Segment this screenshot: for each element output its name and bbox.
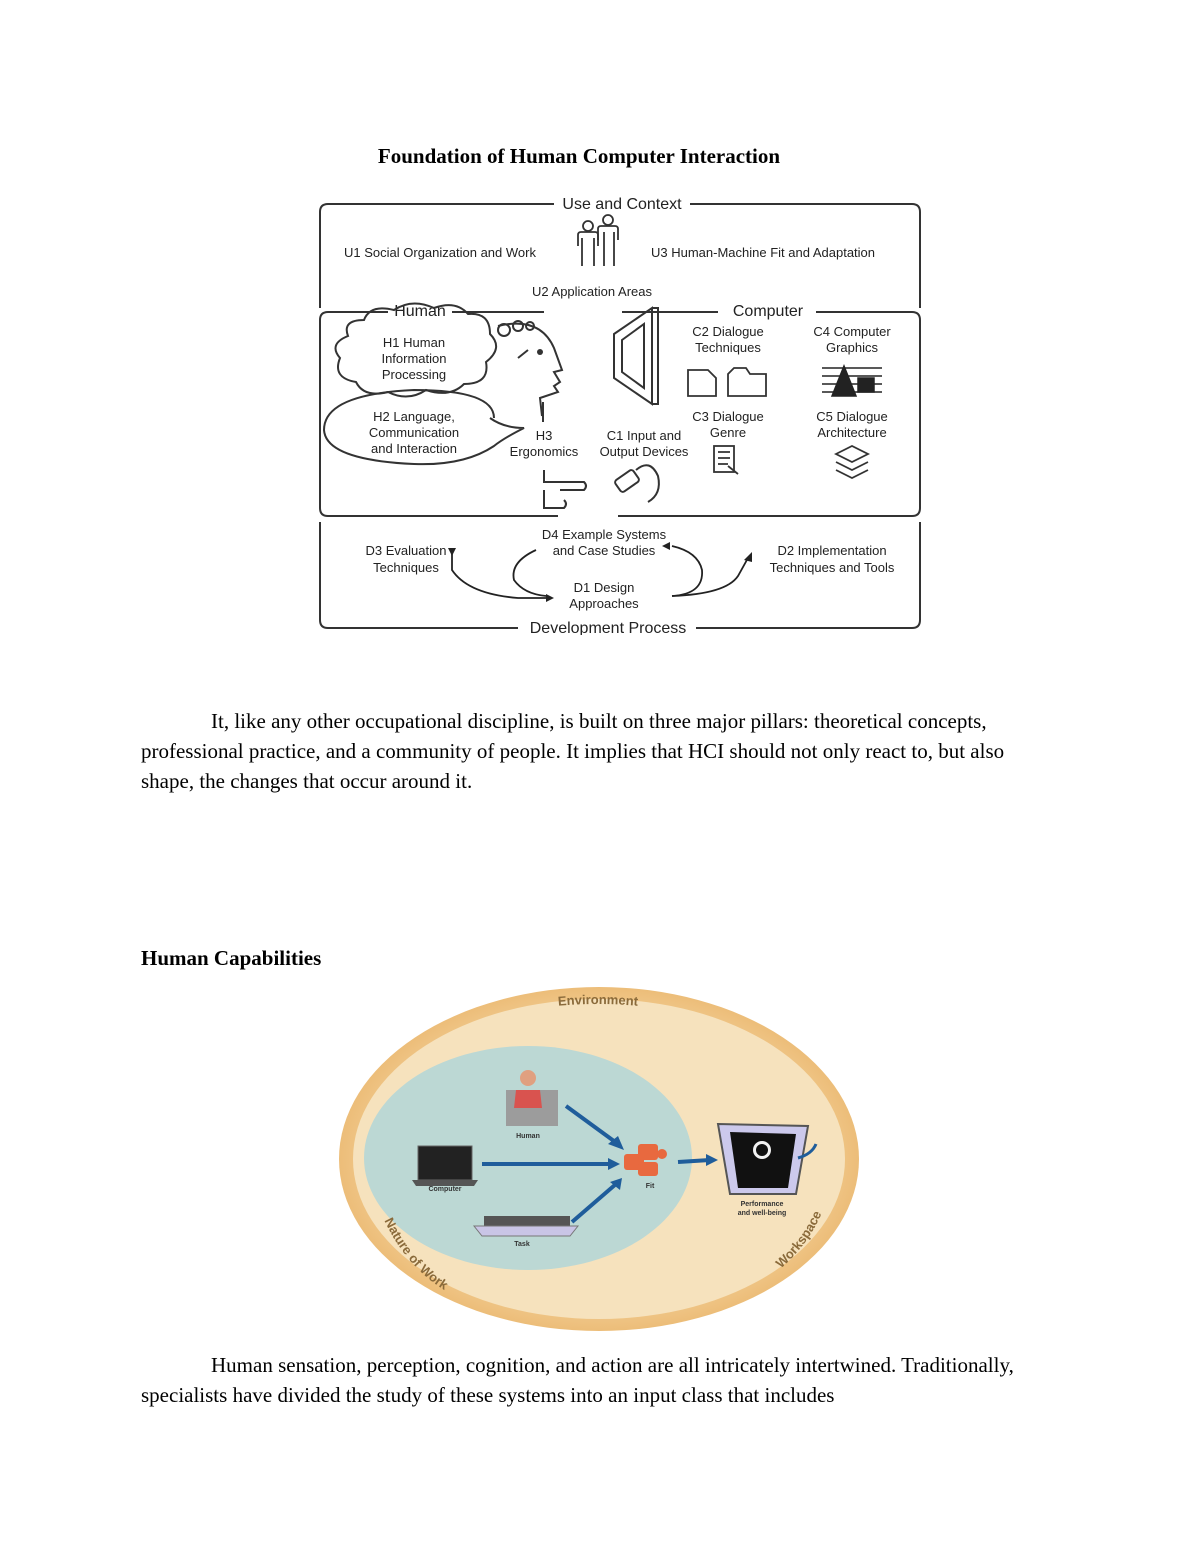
performance-icon	[716, 1122, 818, 1195]
c4-label-line1: C4 Computer	[813, 324, 891, 339]
d3-label-line1: D3 Evaluation	[366, 543, 447, 558]
h2-label-line1: H2 Language,	[373, 409, 455, 424]
d1-label-line1: D1 Design	[574, 580, 635, 595]
human-capabilities-figure: Environment Nature of Work Workspace Hum…	[338, 986, 860, 1332]
d4-label-line2: and Case Studies	[553, 543, 656, 558]
c5-label-line1: C5 Dialogue	[816, 409, 888, 424]
human-frame	[319, 311, 558, 517]
development-arrowheads	[448, 542, 752, 602]
head-eye-icon	[537, 349, 543, 355]
h2-label-line3: and Interaction	[371, 441, 457, 456]
h3-label-line2: Ergonomics	[510, 444, 579, 459]
d2-label-line2: Techniques and Tools	[770, 560, 895, 575]
d4-label-line1: D4 Example Systems	[542, 527, 667, 542]
hci-framework-svg: Use and Context U1 Social Organization a…	[319, 196, 921, 637]
computer-label: Computer	[733, 303, 804, 320]
use-context-frame-left	[319, 203, 554, 308]
c1-label-line2: Output Devices	[600, 444, 689, 459]
c4-label-line2: Graphics	[826, 340, 879, 355]
task-icon	[472, 1216, 580, 1237]
h2-speech-bubble	[322, 388, 525, 466]
h2-label-line2: Communication	[369, 425, 459, 440]
capabilities-svg: Environment Nature of Work Workspace Hum…	[339, 987, 859, 1331]
use-context-frame-right	[690, 203, 921, 308]
d2-label-line1: D2 Implementation	[777, 543, 886, 558]
performance-label-line2: and well-being	[738, 1210, 787, 1217]
monitor-icon	[613, 306, 659, 406]
paragraph-pillars: It, like any other occupational discipli…	[141, 709, 1005, 793]
h1-label-line3: Processing	[382, 367, 446, 382]
puzzle-fit-icon	[624, 1144, 667, 1176]
h3-label-line1: H3	[536, 428, 553, 443]
paragraph-sensation: Human sensation, perception, cognition, …	[141, 1353, 1014, 1407]
laptop-icon	[412, 1145, 478, 1186]
human-label: Human	[516, 1133, 540, 1140]
development-cycle-arrows	[451, 545, 749, 599]
human-icon	[506, 1070, 558, 1126]
fit-arrows	[482, 1104, 711, 1224]
computer-label: Computer	[428, 1186, 461, 1193]
c3-label-line1: C3 Dialogue	[692, 409, 764, 424]
use-context-label: Use and Context	[562, 196, 682, 213]
c1-label-line1: C1 Input and	[607, 428, 681, 443]
h1-cloud-shape	[334, 302, 497, 398]
hci-framework-figure: Use and Context U1 Social Organization a…	[318, 190, 922, 637]
layers-icon	[833, 444, 871, 480]
performance-label-line1: Performance	[741, 1201, 784, 1208]
c2-label-line2: Techniques	[695, 340, 761, 355]
u2-label: U2 Application Areas	[532, 284, 652, 299]
h1-label-line2: Information	[381, 351, 446, 366]
window-icons	[687, 367, 767, 397]
work-system-ellipse	[364, 1046, 692, 1270]
task-label: Task	[514, 1241, 530, 1248]
document-icon	[713, 445, 739, 475]
mouse-icon	[614, 464, 660, 503]
d1-label-line2: Approaches	[569, 596, 639, 611]
head-profile-icon	[497, 320, 564, 417]
c2-label-line1: C2 Dialogue	[692, 324, 764, 339]
u1-label: U1 Social Organization and Work	[344, 245, 536, 260]
environment-label: Environment	[557, 992, 639, 1009]
development-frame-left	[319, 522, 518, 629]
hand-icon	[543, 470, 587, 509]
d3-label-line2: Techniques	[373, 560, 439, 575]
computer-frame	[618, 311, 921, 517]
development-frame-right	[696, 522, 921, 629]
development-label: Development Process	[530, 620, 687, 635]
section-heading: Human Capabilities	[141, 946, 322, 970]
u3-label: U3 Human-Machine Fit and Adaptation	[651, 245, 875, 260]
figure-title: Foundation of Human Computer Interaction	[377, 144, 781, 168]
c5-label-line2: Architecture	[817, 425, 886, 440]
people-icon	[577, 214, 619, 266]
fit-arrowheads	[608, 1136, 718, 1190]
graphics-icon	[822, 363, 882, 397]
fit-label: Fit	[646, 1183, 655, 1190]
c3-label-line2: Genre	[710, 425, 746, 440]
h1-label-line1: H1 Human	[383, 335, 445, 350]
